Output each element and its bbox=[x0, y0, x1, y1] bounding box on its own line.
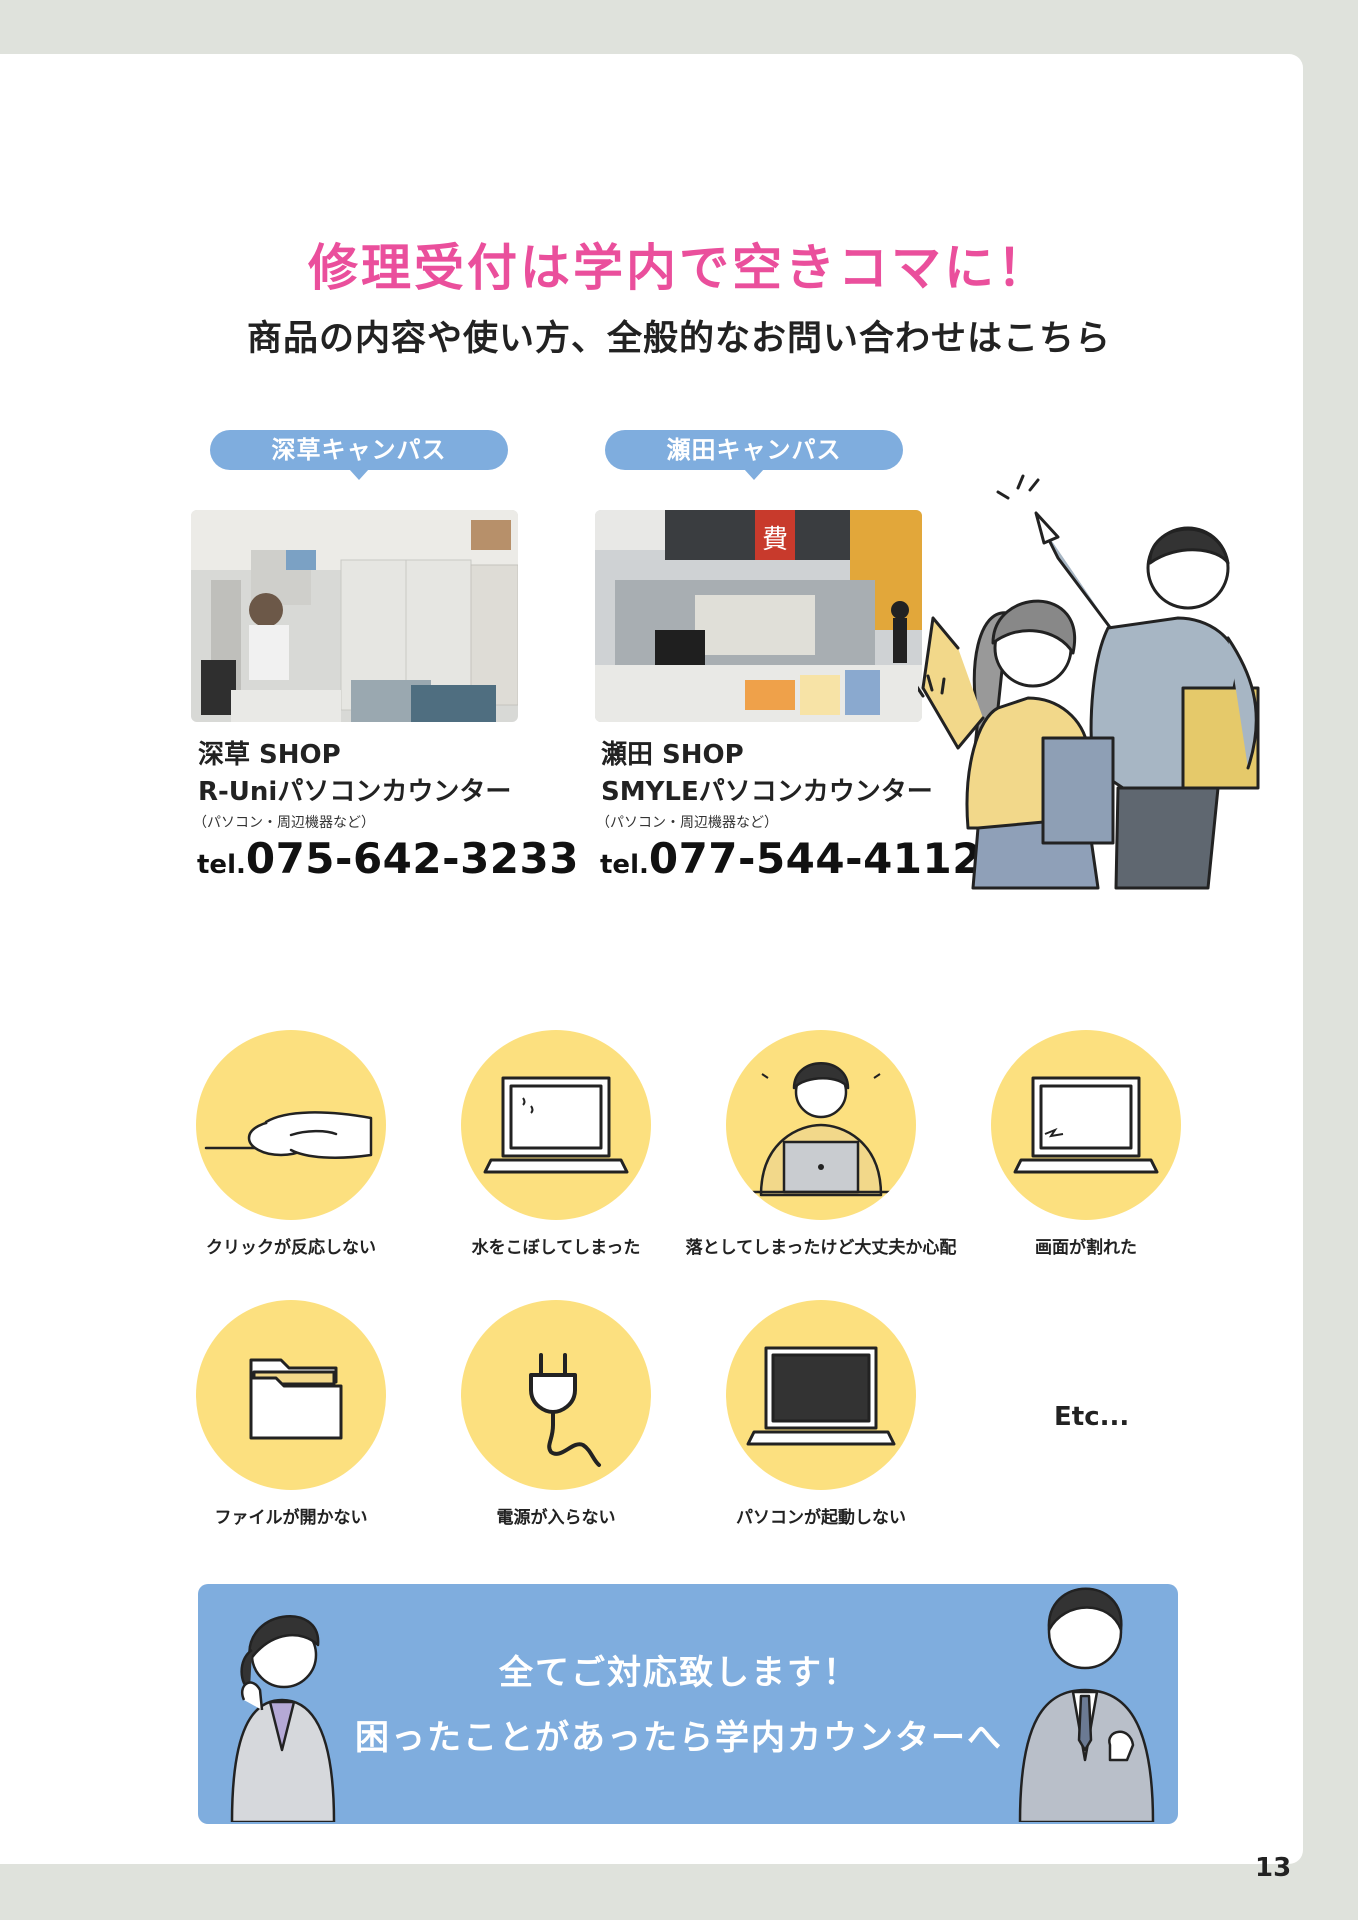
photo-seta-shop: 費 bbox=[595, 510, 922, 722]
campus-label-fukakusa: 深草キャンパス bbox=[210, 430, 508, 480]
tel-prefix: tel. bbox=[197, 850, 246, 880]
issue-circle-dropped bbox=[726, 1030, 916, 1220]
dead-laptop-icon bbox=[746, 1346, 896, 1446]
staff-man-illustration bbox=[1018, 1587, 1155, 1822]
mouse-hand-icon bbox=[204, 1111, 373, 1159]
issue-label-water: 水をこぼしてしまった bbox=[471, 1238, 641, 1258]
issue-circle-cracked bbox=[991, 1030, 1181, 1220]
shop-name-fukakusa: 深草 SHOP bbox=[198, 740, 341, 770]
etc-label: Etc... bbox=[1054, 1402, 1130, 1432]
banner-line-1: 全てご対応致します！ bbox=[499, 1653, 859, 1693]
cracked-screen-icon bbox=[1013, 1076, 1159, 1174]
support-banner bbox=[198, 1584, 1178, 1824]
tel-fukakusa[interactable]: tel.075-642-3233 bbox=[197, 834, 579, 883]
issue-circle-file bbox=[196, 1300, 386, 1490]
issue-circle-power bbox=[461, 1300, 651, 1490]
subheadline: 商品の内容や使い方、全般的なお問い合わせはこちら bbox=[246, 319, 1111, 359]
shop-counter-seta: SMYLEパソコンカウンター bbox=[601, 777, 933, 807]
headline: 修理受付は学内で空きコマに！ bbox=[308, 239, 1050, 297]
photo-fukakusa-shop bbox=[191, 510, 518, 722]
page-sheet bbox=[0, 54, 1303, 1864]
staff-woman-illustration bbox=[230, 1615, 336, 1822]
tel-prefix: tel. bbox=[600, 850, 649, 880]
tel-seta[interactable]: tel.077-544-4112 bbox=[600, 834, 982, 883]
shop-note-fukakusa: （パソコン・周辺機器など） bbox=[193, 815, 375, 831]
photo-sign: 費 bbox=[762, 525, 788, 555]
worried-person-icon bbox=[746, 1062, 896, 1197]
issue-circle-click bbox=[196, 1030, 386, 1220]
shop-counter-fukakusa: R-Uniパソコンカウンター bbox=[198, 777, 512, 807]
issue-label-power: 電源が入らない bbox=[496, 1508, 616, 1528]
issue-circle-boot bbox=[726, 1300, 916, 1490]
issue-circle-water bbox=[461, 1030, 651, 1220]
tel-number-fukakusa: 075-642-3233 bbox=[245, 834, 579, 883]
issue-label-file: ファイルが開かない bbox=[214, 1508, 368, 1528]
folder-icon bbox=[249, 1358, 343, 1440]
page-number: 13 bbox=[1255, 1853, 1292, 1883]
students-pointing-illustration bbox=[918, 474, 1260, 890]
shop-name-seta: 瀬田 SHOP bbox=[601, 740, 744, 770]
issue-label-dropped: 落としてしまったけど大丈夫か心配 bbox=[685, 1238, 957, 1258]
issue-label-cracked: 画面が割れた bbox=[1035, 1238, 1137, 1258]
tel-number-seta: 077-544-4112 bbox=[648, 834, 982, 883]
power-plug-icon bbox=[529, 1353, 601, 1467]
banner-line-2: 困ったことがあったら学内カウンターへ bbox=[355, 1718, 1003, 1758]
issue-label-click: クリックが反応しない bbox=[206, 1238, 376, 1258]
issue-label-boot: パソコンが起動しない bbox=[736, 1508, 906, 1528]
shop-note-seta: （パソコン・周辺機器など） bbox=[596, 815, 778, 831]
campus-label-seta: 瀬田キャンパス bbox=[605, 430, 903, 480]
wet-laptop-icon bbox=[483, 1076, 629, 1174]
